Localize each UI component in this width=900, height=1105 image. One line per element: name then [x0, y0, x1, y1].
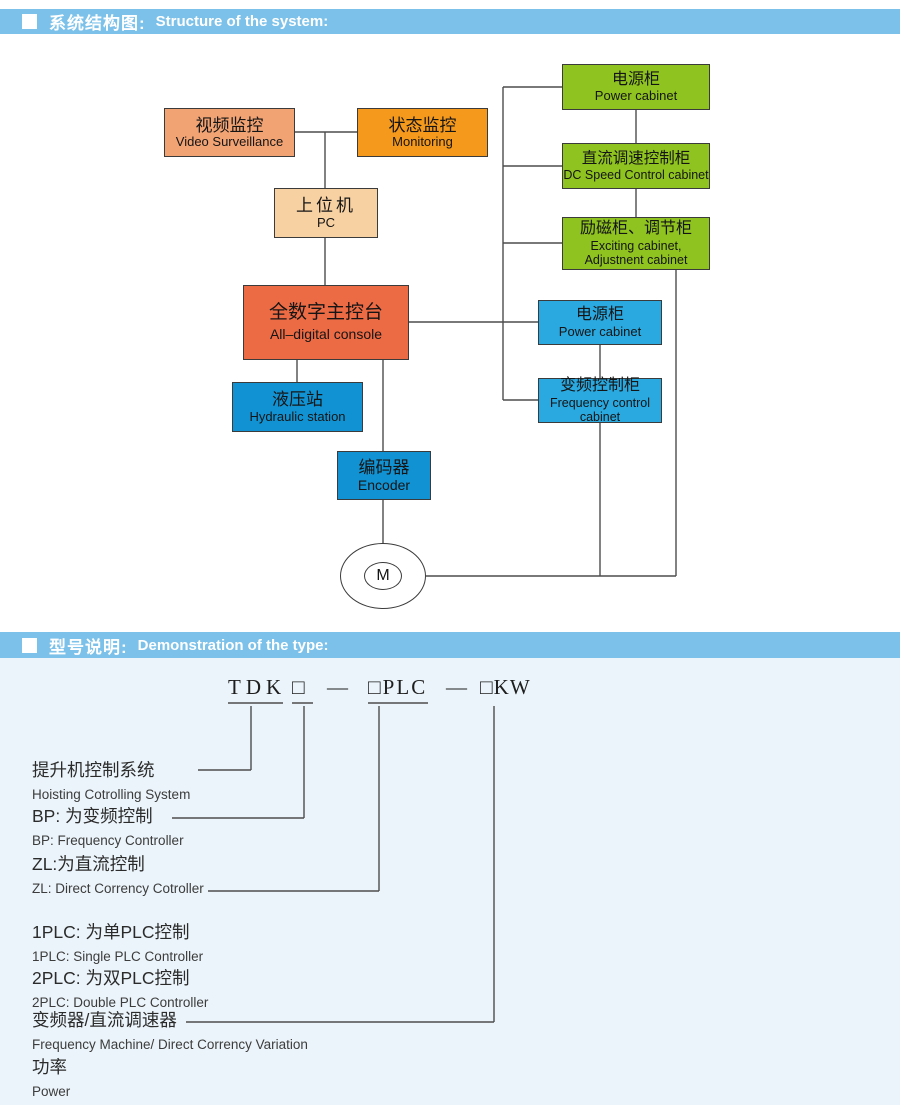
box-label-en: PC: [316, 214, 336, 230]
type-code-kw: □KW: [480, 675, 531, 699]
type-code-dash2: —: [446, 675, 467, 699]
box-all-digital-console: 全数字主控台 All–digital console: [243, 285, 409, 360]
label-2plc: 2PLC: 为双PLC控制 2PLC: Double PLC Controlle…: [32, 966, 208, 1010]
label-cn: BP: 为变频控制: [32, 806, 153, 826]
type-section-background: [0, 658, 900, 1105]
box-label-en: Frequency control cabinet: [549, 395, 651, 424]
label-variator: 变频器/直流调速器 Frequency Machine/ Direct Corr…: [32, 1008, 308, 1052]
box-label-en: Power cabinet: [594, 88, 678, 104]
box-monitoring: 状态监控 Monitoring: [357, 108, 488, 157]
box-label-en: All–digital console: [269, 326, 383, 343]
type-code-dash1: —: [327, 675, 348, 699]
type-header-title-cn: 型号说明:: [49, 637, 128, 657]
type-code-plc: □PLC: [368, 675, 428, 699]
box-label-cn: 全数字主控台: [268, 302, 383, 324]
box-exciting-adjusting-cabinet: 励磁柜、调节柜 Exciting cabinet, Adjustnent cab…: [562, 217, 710, 270]
box-power-cabinet-blue: 电源柜 Power cabinet: [538, 300, 662, 345]
label-bp-frequency: BP: 为变频控制 BP: Frequency Controller: [32, 804, 184, 848]
box-label-cn: 变频控制柜: [559, 377, 640, 395]
box-label-en: Hydraulic station: [249, 408, 346, 424]
label-cn: 提升机控制系统: [32, 760, 155, 780]
box-encoder: 编码器 Encoder: [337, 451, 431, 500]
label-cn: ZL:为直流控制: [32, 854, 145, 874]
label-hoisting-system: 提升机控制系统 Hoisting Cotrolling System: [32, 758, 190, 802]
box-label-cn: 直流调速控制柜: [581, 150, 691, 168]
label-cn: 功率: [32, 1057, 67, 1077]
box-label-en: Monitoring: [392, 134, 453, 150]
label-zl-direct: ZL:为直流控制 ZL: Direct Corrency Cotroller: [32, 852, 204, 896]
type-code-box1: □: [292, 675, 305, 699]
box-label-en: Video Surveillance: [175, 134, 284, 150]
box-label-cn: 液压站: [272, 390, 323, 410]
label-cn: 1PLC: 为单PLC控制: [32, 922, 190, 942]
box-dc-speed-control-cabinet: 直流调速控制柜 DC Speed Control cabinet: [562, 143, 710, 189]
motor-symbol: M: [364, 562, 402, 590]
box-hydraulic-station: 液压站 Hydraulic station: [232, 382, 363, 432]
label-en: 2PLC: Double PLC Controller: [32, 995, 209, 1010]
box-video-surveillance: 视频监控 Video Surveillance: [164, 108, 295, 157]
box-label-en: DC Speed Control cabinet: [563, 167, 709, 182]
box-frequency-control-cabinet: 变频控制柜 Frequency control cabinet: [538, 377, 662, 424]
white-square-icon: [22, 14, 37, 29]
box-label-cn: 上位机: [296, 196, 356, 216]
structure-header-title-en: Structure of the system:: [155, 13, 329, 30]
label-cn: 2PLC: 为双PLC控制: [32, 968, 190, 988]
box-power-cabinet-green: 电源柜 Power cabinet: [562, 64, 710, 110]
box-label-cn: 电源柜: [575, 306, 624, 324]
label-en: ZL: Direct Corrency Cotroller: [32, 881, 204, 896]
motor-letter: M: [376, 567, 390, 584]
label-1plc: 1PLC: 为单PLC控制 1PLC: Single PLC Controlle…: [32, 920, 203, 964]
structure-header-title-cn: 系统结构图:: [49, 14, 146, 33]
box-label-en: Encoder: [357, 476, 411, 493]
type-section-header: 型号说明: Demonstration of the type:: [0, 632, 900, 658]
label-cn: 变频器/直流调速器: [32, 1010, 177, 1030]
box-pc: 上位机 PC: [274, 188, 378, 238]
type-code-tdk: TDK: [228, 675, 287, 699]
label-en: Frequency Machine/ Direct Corrency Varia…: [32, 1037, 308, 1052]
label-en: BP: Frequency Controller: [32, 833, 184, 848]
structure-section-header: 系统结构图: Structure of the system:: [0, 9, 900, 34]
white-square-icon: [22, 637, 37, 653]
label-en: Power: [32, 1084, 71, 1099]
box-label-cn: 电源柜: [611, 70, 660, 88]
box-label-cn: 励磁柜、调节柜: [579, 220, 692, 238]
box-label-en: Exciting cabinet, Adjustnent cabinet: [584, 238, 688, 267]
label-en: 1PLC: Single PLC Controller: [32, 949, 204, 964]
box-label-cn: 状态监控: [388, 115, 457, 135]
box-label-cn: 视频监控: [195, 115, 264, 135]
box-label-cn: 编码器: [358, 458, 410, 478]
label-en: Hoisting Cotrolling System: [32, 787, 191, 802]
box-label-en: Power cabinet: [558, 323, 642, 339]
label-power: 功率 Power: [32, 1055, 70, 1099]
type-header-title-en: Demonstration of the type:: [137, 636, 329, 654]
